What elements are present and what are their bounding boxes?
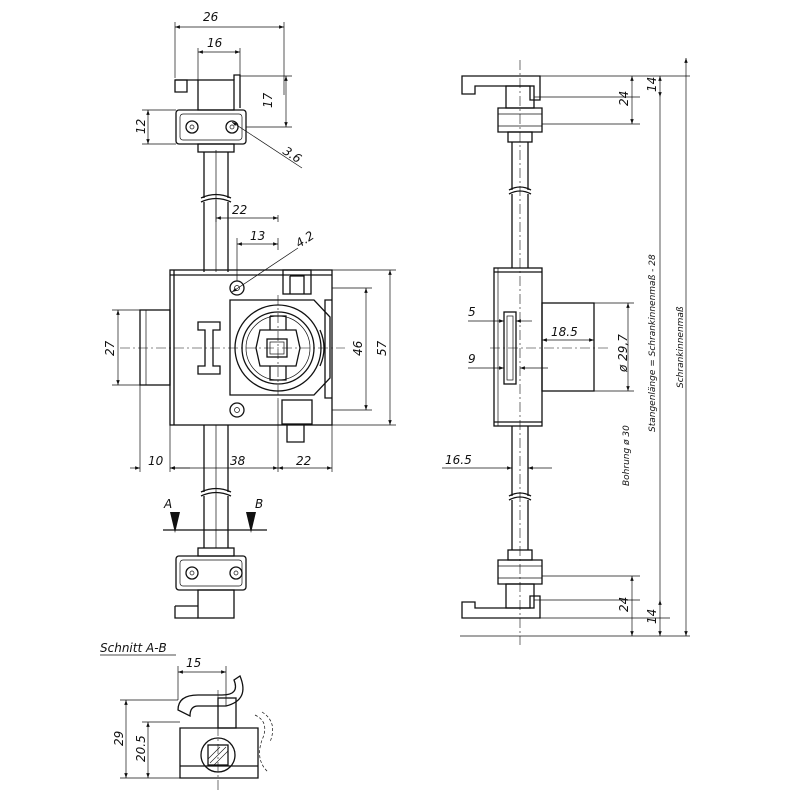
dim-side-14-top: 14 xyxy=(645,77,659,92)
dim-4-2: 4.2 xyxy=(293,228,317,250)
section-view: Schnitt A-B 15 29 20.5 xyxy=(100,641,273,790)
dim-10: 10 xyxy=(148,454,164,468)
dim-side-18-5: 18.5 xyxy=(551,325,578,339)
dim-side-24-bottom: 24 xyxy=(617,597,631,612)
dim-26: 26 xyxy=(203,10,219,24)
section-markers: A B xyxy=(163,497,267,533)
bottom-rod xyxy=(200,425,232,548)
dim-3-6: 3.6 xyxy=(280,144,304,166)
dim-17: 17 xyxy=(261,92,275,108)
dim-section-20-5: 20.5 xyxy=(134,735,148,762)
dim-27: 27 xyxy=(103,340,117,356)
dim-12: 12 xyxy=(134,119,148,134)
dim-side-9: 9 xyxy=(468,352,476,366)
side-top-hook xyxy=(461,75,543,143)
side-lock-body xyxy=(490,60,610,645)
front-dimensions: 26 16 17 12 3.6 22 13 4.2 xyxy=(103,10,396,472)
dim-side-16-5: 16.5 xyxy=(445,453,472,467)
section-marker-b: B xyxy=(255,497,263,511)
lock-case xyxy=(120,269,345,443)
side-bottom-hook xyxy=(461,549,543,619)
dim-section-29: 29 xyxy=(112,731,126,746)
section-marker-a: A xyxy=(163,497,172,511)
side-dimensions: 24 14 24 14 5 18.5 ø 29,7 xyxy=(442,58,690,637)
side-view: 24 14 24 14 5 18.5 ø 29,7 xyxy=(442,58,690,645)
dim-22-top: 22 xyxy=(232,203,247,217)
dim-side-14-bottom: 14 xyxy=(645,609,659,624)
dim-side-5: 5 xyxy=(468,305,476,319)
front-view: A B 26 16 17 xyxy=(103,10,396,619)
dim-side-24-top: 24 xyxy=(617,91,631,106)
bottom-rod-guide xyxy=(174,547,247,619)
dim-57: 57 xyxy=(375,340,389,356)
dim-section-15: 15 xyxy=(186,656,201,670)
dim-22-bottom: 22 xyxy=(296,454,311,468)
section-title: Schnitt A-B xyxy=(100,641,167,655)
note-bohrung: Bohrung ø 30 xyxy=(622,425,632,486)
side-bottom-rod xyxy=(508,426,532,550)
dim-13: 13 xyxy=(250,229,265,243)
dim-46: 46 xyxy=(351,340,365,356)
dim-38: 38 xyxy=(230,454,246,468)
note-stangenlaenge: Stangenlänge = Schrankinnenmaß - 28 xyxy=(648,254,658,432)
note-schrankinnenmass: Schrankinnenmaß xyxy=(676,306,686,388)
dim-side-29-7: ø 29,7 xyxy=(616,334,630,373)
dim-16: 16 xyxy=(207,36,223,50)
top-rod-guide xyxy=(174,74,247,153)
